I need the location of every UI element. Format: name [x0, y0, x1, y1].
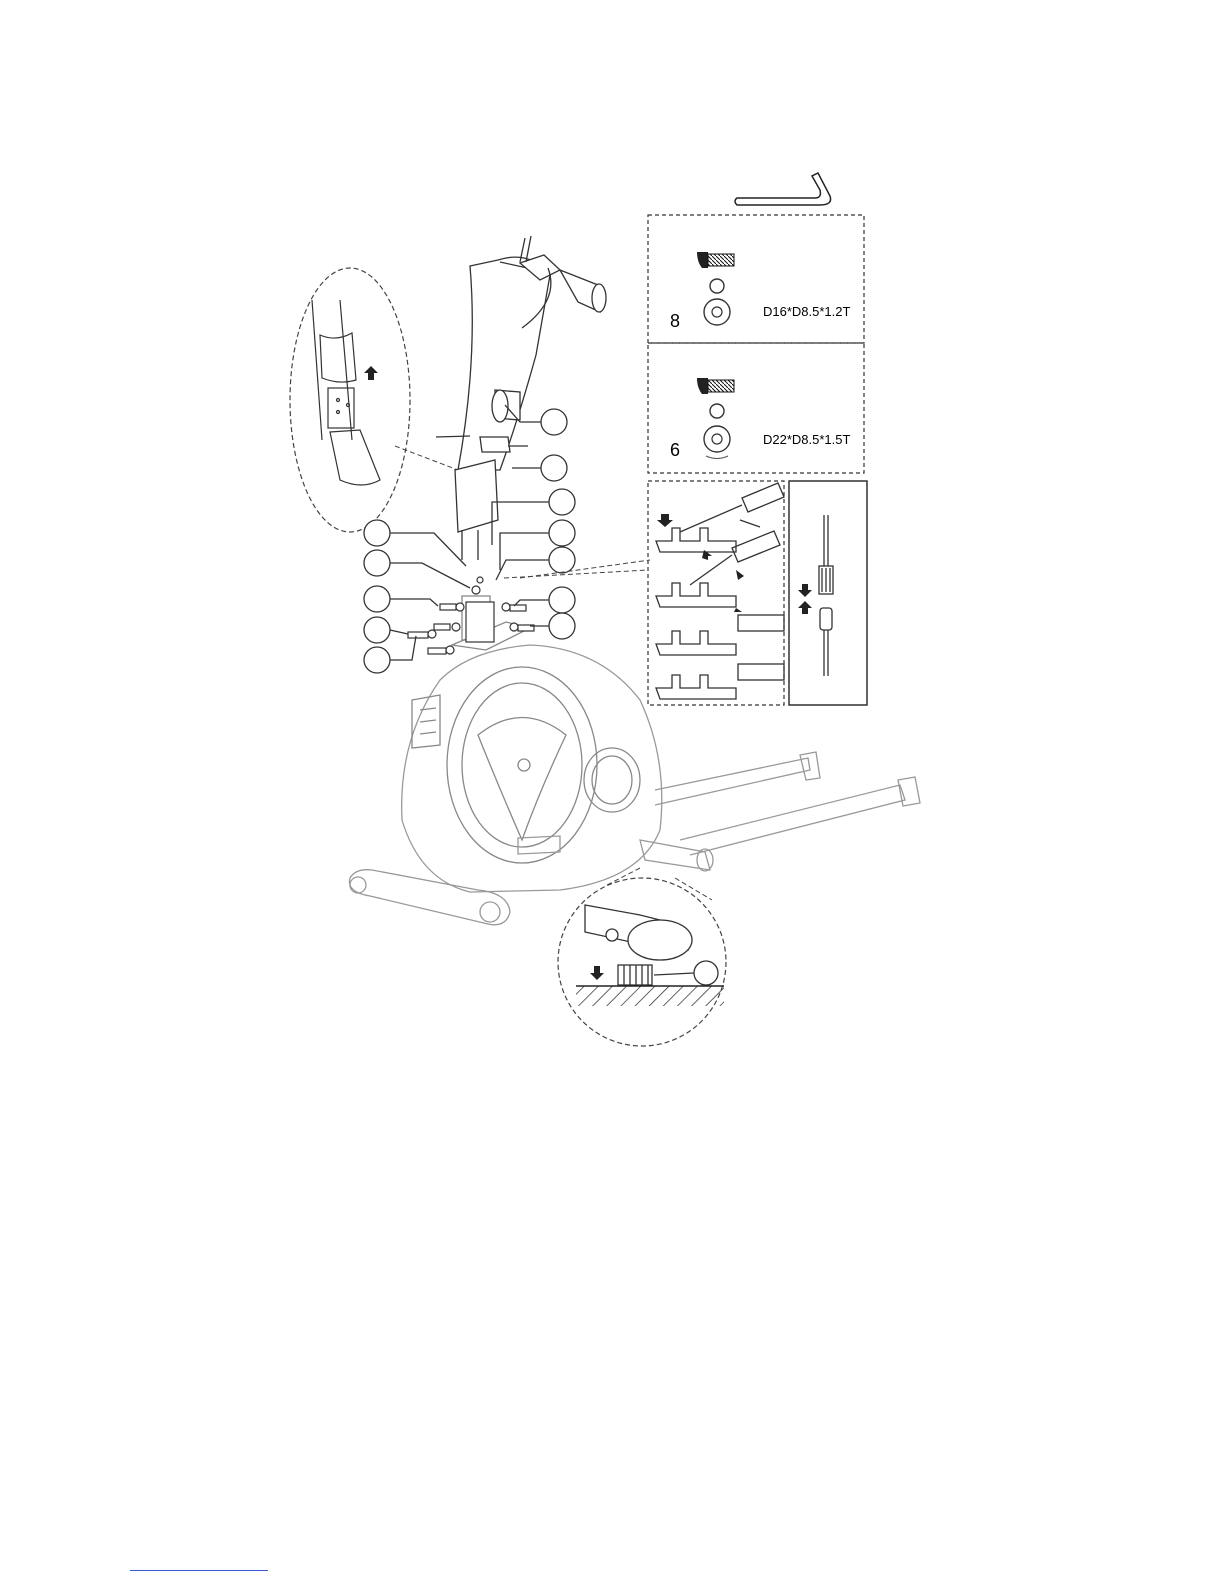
hardware-box-b: 6 D22*D8.5*1.5T	[648, 343, 864, 473]
callout-circle	[364, 520, 390, 546]
hardware-a-spec: D16*D8.5*1.2T	[763, 304, 850, 319]
bolt-icon	[697, 252, 734, 268]
callout-circle	[549, 520, 575, 546]
callout-circle	[541, 455, 567, 481]
allen-key-icon	[735, 173, 831, 205]
hardware-a-quantity: 8	[670, 311, 680, 331]
arrow-up-icon	[798, 601, 812, 614]
hardware-b-spec: D22*D8.5*1.5T	[763, 432, 850, 447]
flywheel-housing	[402, 596, 662, 892]
hardware-b-quantity: 6	[670, 440, 680, 460]
cover-clip-detail	[648, 481, 784, 705]
leveling-foot-zoom	[558, 878, 726, 1046]
cable-connector-detail	[789, 481, 867, 705]
callout-circle	[694, 961, 718, 985]
flat-washer-icon	[704, 426, 730, 459]
callout-circle	[541, 409, 567, 435]
bolt-icon	[697, 378, 734, 394]
arrow-down-icon	[798, 584, 812, 597]
mast-sleeve-zoom	[290, 268, 410, 532]
callout-circle	[364, 550, 390, 576]
mast-bolts	[408, 577, 534, 654]
hardware-box-a: 8 D16*D8.5*1.2T	[648, 215, 864, 343]
arrow-down-icon	[590, 966, 604, 980]
callout-circle	[364, 647, 390, 673]
callout-circle	[549, 547, 575, 573]
callout-circle	[549, 587, 575, 613]
flat-washer-icon	[704, 299, 730, 325]
callout-circle	[549, 613, 575, 639]
base-frame	[349, 752, 920, 925]
console-mast	[436, 236, 606, 560]
callout-circle	[364, 617, 390, 643]
spring-washer-icon	[710, 404, 724, 418]
callout-circle	[364, 586, 390, 612]
arrow-down-icon	[657, 514, 673, 527]
callout-circle	[549, 489, 575, 515]
spring-washer-icon	[710, 279, 724, 293]
arrow-up-icon	[364, 366, 378, 380]
footer-rule	[130, 1570, 268, 1571]
